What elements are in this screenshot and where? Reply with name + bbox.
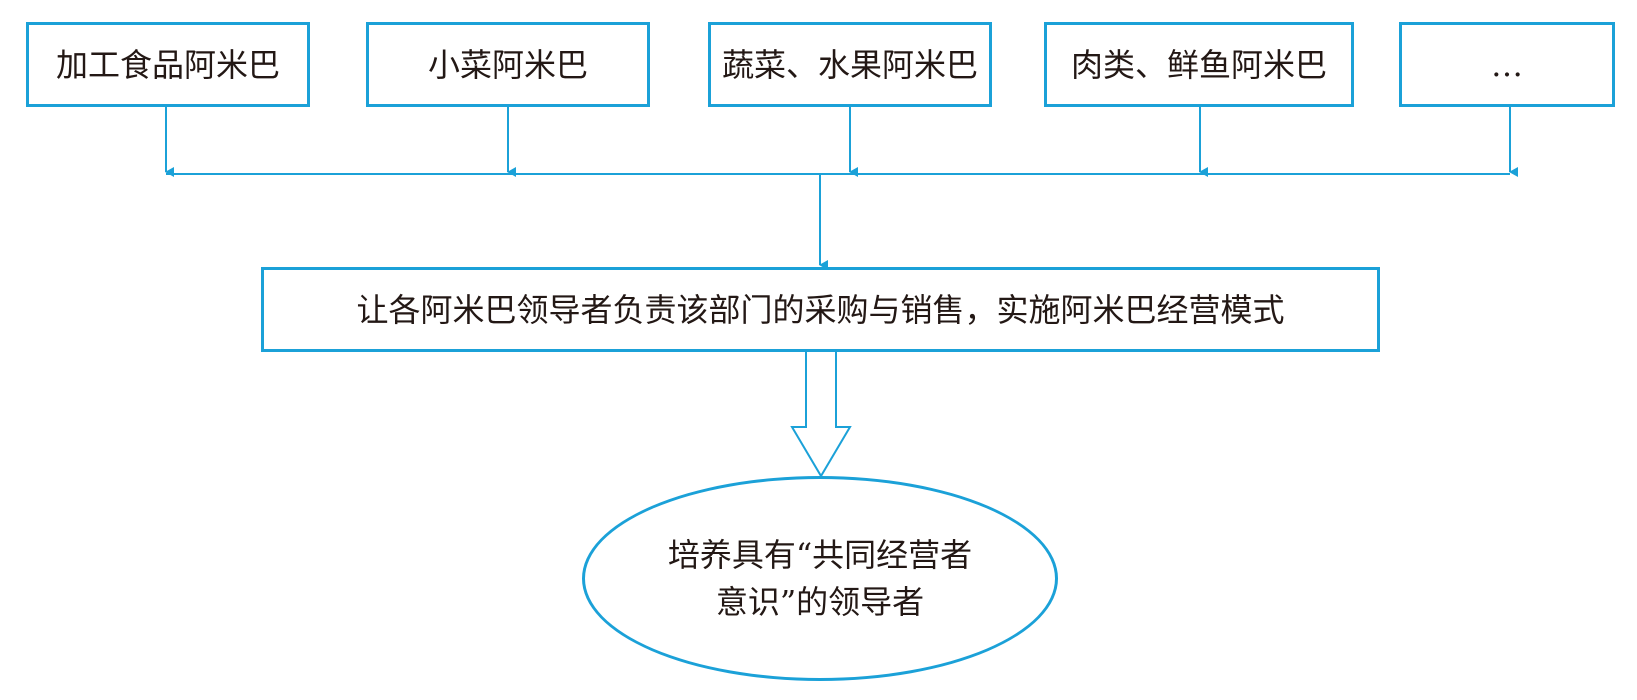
- hollow-down-arrow: [790, 352, 852, 478]
- top-box-vegetable-fruit-amoeba: 蔬菜、水果阿米巴: [708, 22, 992, 107]
- top-box-processed-food-amoeba: 加工食品阿米巴: [26, 22, 310, 107]
- top-box-ellipsis: …: [1399, 22, 1615, 107]
- top-box-label: …: [1491, 45, 1523, 84]
- middle-box-label: 让各阿米巴领导者负责该部门的采购与销售，实施阿米巴经营模式: [356, 290, 1285, 329]
- top-box-label: 小菜阿米巴: [427, 45, 588, 84]
- result-oval: 培养具有“共同经营者 意识”的领导者: [582, 476, 1058, 681]
- top-box-side-dish-amoeba: 小菜阿米巴: [366, 22, 650, 107]
- top-box-label: 蔬菜、水果阿米巴: [721, 45, 978, 84]
- middle-box-leader-responsibility: 让各阿米巴领导者负责该部门的采购与销售，实施阿米巴经营模式: [261, 267, 1380, 352]
- result-oval-line-1: 培养具有“共同经营者: [667, 536, 973, 575]
- top-box-label: 加工食品阿米巴: [55, 45, 280, 84]
- top-box-meat-fish-amoeba: 肉类、鲜鱼阿米巴: [1044, 22, 1354, 107]
- top-box-label: 肉类、鲜鱼阿米巴: [1070, 45, 1327, 84]
- result-oval-line-2: 意识”的领导者: [715, 582, 925, 621]
